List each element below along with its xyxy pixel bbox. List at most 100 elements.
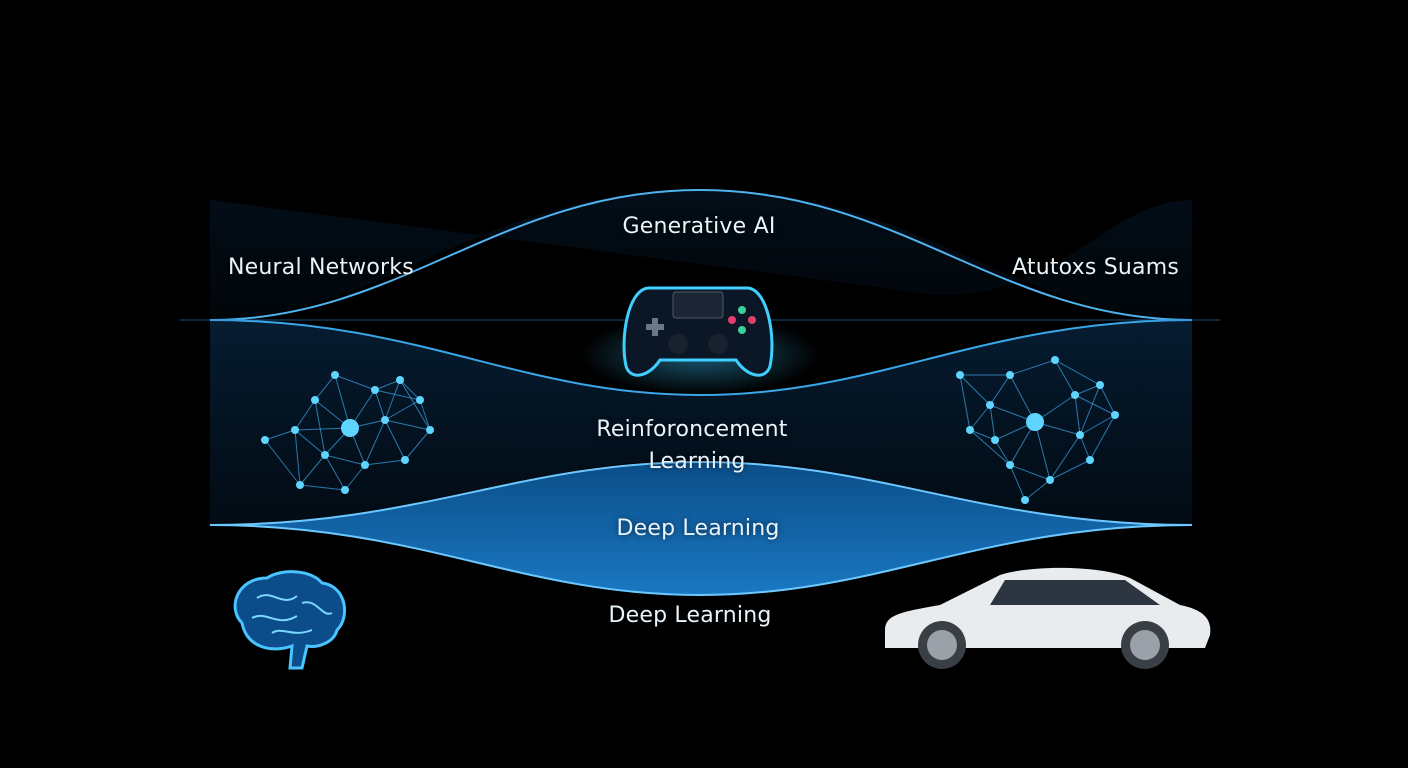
network-edge (969, 404, 991, 431)
network-edge (334, 374, 351, 429)
network-node (991, 436, 999, 444)
network-edge (1074, 394, 1081, 436)
network-edge (989, 404, 996, 441)
network-edge (294, 429, 326, 456)
deep-learning-wave-bottom (209, 524, 1193, 597)
network-node (1111, 411, 1119, 419)
network-node (381, 416, 389, 424)
network-node (291, 426, 299, 434)
network-edge (344, 464, 366, 491)
network-edge (1074, 384, 1101, 396)
network-edge (364, 419, 386, 466)
network-edge (959, 374, 971, 431)
network-edge (384, 379, 401, 421)
network-node (1021, 496, 1029, 504)
deep-learning-bottom-label: Deep Learning (608, 603, 772, 628)
deep-learning-band-label: Deep Learning (616, 516, 780, 541)
network-edge (1034, 421, 1051, 481)
network-edge (1009, 359, 1056, 376)
network-edge (1054, 359, 1076, 396)
network-edge (1079, 384, 1101, 436)
network-node (261, 436, 269, 444)
network-node (1096, 381, 1104, 389)
network-node (361, 461, 369, 469)
network-edge (384, 399, 421, 421)
network-node (1076, 431, 1084, 439)
neural-networks-label: Neural Networks (228, 255, 414, 280)
network-node (371, 386, 379, 394)
network-edge (959, 374, 991, 406)
network-node (966, 426, 974, 434)
network-node (1006, 371, 1014, 379)
network-node (396, 376, 404, 384)
network-edge (1009, 464, 1051, 481)
network-node (426, 426, 434, 434)
network-node (321, 451, 329, 459)
network-edge (264, 429, 296, 441)
network-edge (299, 484, 346, 491)
network-node (1026, 413, 1044, 431)
network-node (341, 419, 359, 437)
neural-network-icon-right (956, 356, 1119, 504)
network-edge (994, 439, 1011, 466)
network-edge (324, 454, 366, 466)
network-edge (404, 429, 431, 461)
network-edge (1054, 359, 1101, 386)
network-node (1086, 456, 1094, 464)
network-node (311, 396, 319, 404)
network-node (1046, 476, 1054, 484)
neural-network-icon-left (261, 371, 434, 494)
generative-ai-label: Generative AI (622, 214, 776, 239)
network-node (331, 371, 339, 379)
network-edge (334, 374, 376, 391)
network-edge (294, 429, 301, 486)
network-edge (314, 374, 336, 401)
network-edge (399, 379, 421, 401)
network-edge (294, 399, 316, 431)
car-icon (885, 567, 1211, 669)
network-edge (1024, 479, 1051, 501)
network-edge (1049, 459, 1091, 481)
network-edge (1099, 384, 1116, 416)
network-edge (969, 429, 1011, 466)
network-node (341, 486, 349, 494)
network-edge (1009, 464, 1026, 501)
network-node (401, 456, 409, 464)
network-node (956, 371, 964, 379)
network-edge (399, 379, 431, 431)
network-edge (264, 439, 301, 486)
top-band (210, 190, 1192, 320)
network-edge (324, 454, 346, 491)
network-edge (314, 399, 326, 456)
network-edge (1074, 394, 1116, 416)
network-edge (374, 379, 401, 391)
network-node (986, 401, 994, 409)
network-edge (1079, 434, 1091, 461)
network-edge (419, 399, 431, 431)
generative-ai-wave (209, 188, 1193, 321)
network-edge (1089, 414, 1116, 461)
network-edge (989, 374, 1011, 406)
network-edge (364, 459, 406, 466)
network-node (296, 481, 304, 489)
deep-learning-wave-top (209, 460, 1193, 526)
network-node (416, 396, 424, 404)
network-edge (384, 419, 431, 431)
network-edge (384, 419, 406, 461)
network-node (1051, 356, 1059, 364)
network-edge (374, 389, 421, 401)
network-node (1071, 391, 1079, 399)
network-node (1006, 461, 1014, 469)
game-controller-icon (622, 286, 774, 377)
network-edge (299, 454, 326, 486)
network-edge (374, 389, 386, 421)
deep-learning-band (210, 462, 1192, 595)
reinforcement-learning-label-line1: Reinforoncement (596, 417, 788, 442)
network-edge (1049, 434, 1081, 481)
brain-icon (233, 570, 346, 670)
autonomous-systems-label: Atutoxs Suams (1012, 255, 1179, 280)
network-edge (969, 429, 996, 441)
network-edge (1079, 414, 1116, 436)
network-edge (294, 427, 351, 431)
